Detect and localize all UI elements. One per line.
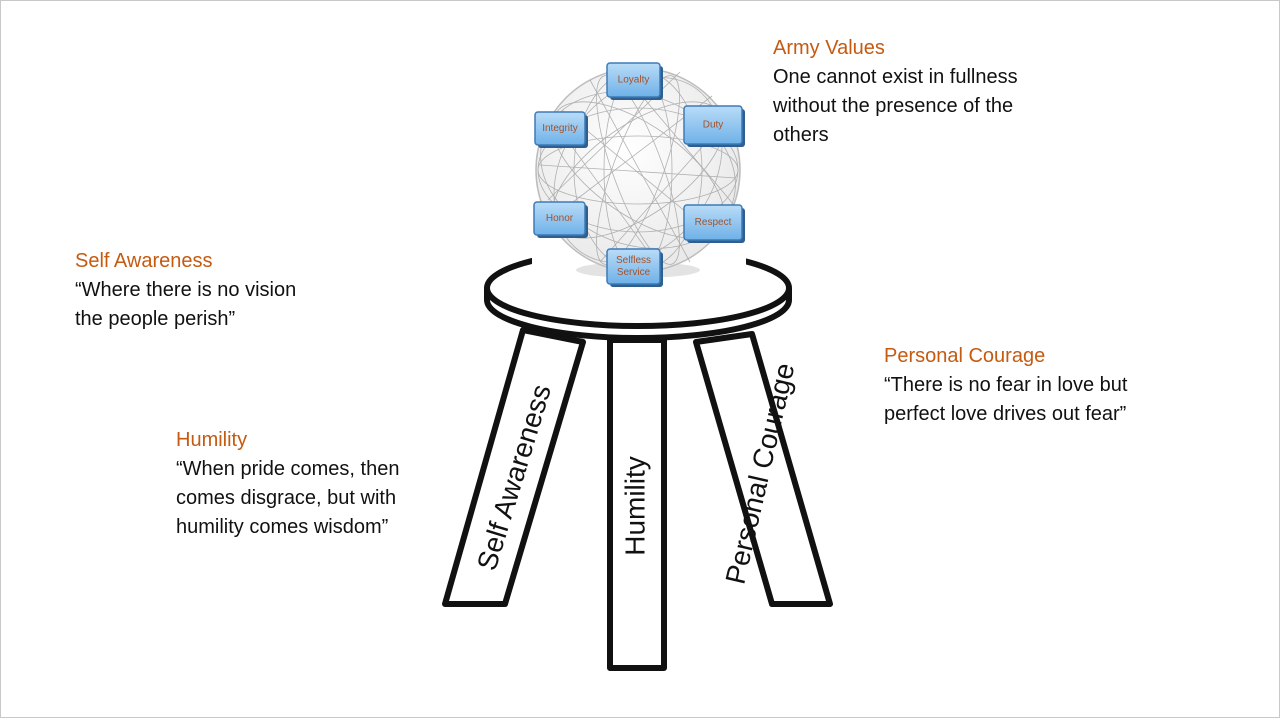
value-box-face [683, 105, 743, 145]
value-box-face [534, 111, 586, 146]
leg-humility: Humility [607, 337, 667, 671]
army-values-line: without the presence of the [773, 95, 1014, 117]
value-box-label: Loyalty [618, 75, 650, 86]
value-box-face [683, 204, 743, 241]
personal-courage-line: perfect love drives out fear” [884, 403, 1127, 425]
value-box-face [533, 201, 586, 236]
humility-line: humility comes wisdom” [176, 516, 389, 538]
personal-courage-block: Personal Courage “There is no fear in lo… [884, 342, 1127, 429]
value-box-honor: Honor [533, 201, 588, 238]
value-box-duty: Duty [683, 105, 745, 147]
value-box-integrity: Integrity [534, 111, 588, 148]
humility-heading: Humility [176, 429, 248, 451]
leg-humility-label: Humility [619, 456, 650, 556]
personal-courage-heading: Personal Courage [884, 345, 1046, 367]
humility-line: comes disgrace, but with [176, 487, 397, 509]
value-box-label: Duty [703, 120, 724, 131]
self-awareness-line: “Where there is no vision [75, 279, 297, 301]
value-box-face [606, 62, 661, 98]
self-awareness-heading: Self Awareness [75, 250, 213, 272]
humility-line: “When pride comes, then [176, 458, 400, 480]
army-values-line: others [773, 124, 829, 146]
leg-self-awareness: Self Awareness [442, 327, 586, 607]
army-values-heading: Army Values [773, 37, 885, 59]
value-box-face [606, 248, 661, 285]
army-values-line: One cannot exist in fullness [773, 66, 1018, 88]
army-values-block: Army Values One cannot exist in fullness… [773, 34, 1018, 150]
value-box-label: Respect [695, 217, 732, 228]
value-box-label: Integrity [542, 123, 578, 134]
value-box-label: Selfless [616, 255, 651, 266]
value-box-loyalty: Loyalty [606, 62, 663, 100]
self-awareness-block: Self Awareness “Where there is no vision… [75, 247, 296, 334]
value-box-label: Honor [546, 213, 574, 224]
value-box-label: Service [617, 267, 651, 278]
personal-courage-line: “There is no fear in love but [884, 374, 1128, 396]
value-box-respect: Respect [683, 204, 745, 243]
leg-personal-courage: Personal Courage [693, 331, 833, 607]
humility-block: Humility “When pride comes, then comes d… [176, 426, 399, 542]
self-awareness-line: the people perish” [75, 308, 236, 330]
